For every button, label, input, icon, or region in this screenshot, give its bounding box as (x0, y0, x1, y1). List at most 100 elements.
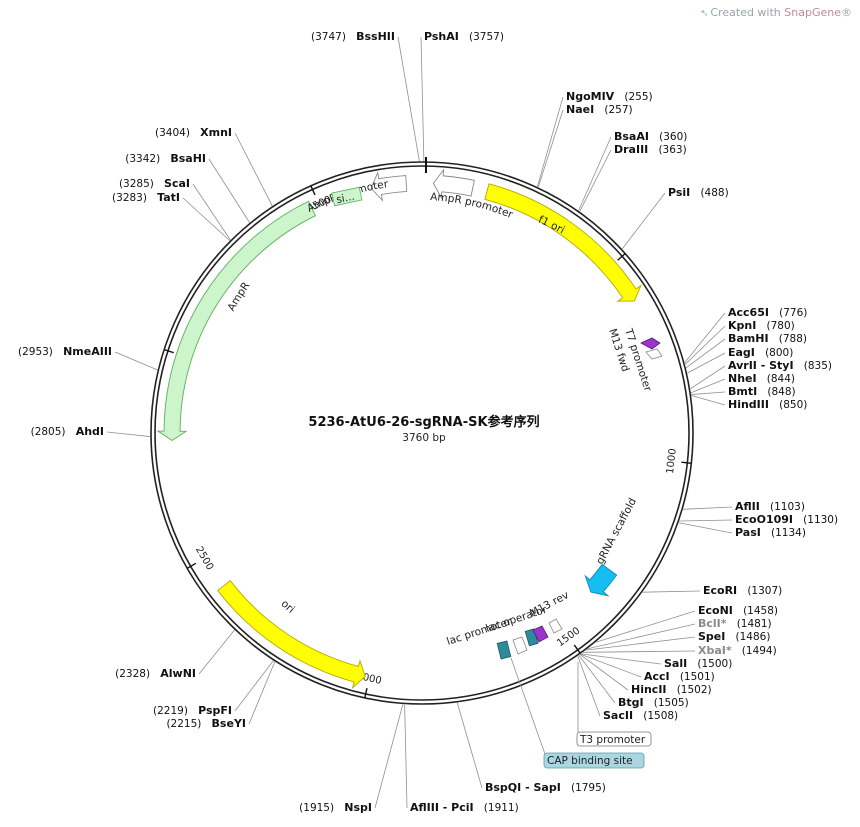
enzyme-naei[interactable]: NaeI (257) (537, 98, 633, 188)
enzyme-draiii[interactable]: DraIII (363) (579, 138, 687, 212)
enzyme-label: (2328) AlwNI (115, 662, 196, 681)
enzyme-position: (3285) (119, 178, 154, 190)
enzyme-leader (587, 623, 696, 650)
enzyme-leader (585, 636, 696, 651)
enzyme-leader (678, 522, 733, 534)
enzyme-pasi[interactable]: PasI (1134) (678, 521, 806, 540)
t3-promoter-label: T3 promoter (579, 734, 646, 746)
enzyme-position: (800) (765, 347, 793, 359)
enzyme-psii[interactable]: PsiI (488) (621, 181, 729, 250)
enzyme-xbai-[interactable]: XbaI* (1494) (582, 639, 777, 658)
enzyme-bcli-[interactable]: BclI* (1481) (587, 612, 772, 650)
enzyme-name: BsaHI (170, 152, 206, 165)
enzyme-label: SpeI (1486) (698, 625, 770, 644)
enzyme-bsshii[interactable]: (3747) BssHII (311, 25, 420, 162)
enzyme-label: AvrII - StyI (835) (728, 354, 832, 373)
enzyme-label: NgoMIV (255) (566, 85, 653, 104)
enzyme-name: AccI (644, 670, 670, 683)
enzyme-hindiii[interactable]: HindIII (850) (691, 393, 807, 412)
enzyme-scai[interactable]: (3285) ScaI (119, 172, 231, 241)
enzyme-position: (2219) (153, 705, 188, 717)
enzyme-nmeaiii[interactable]: (2953) NmeAIII (18, 340, 158, 371)
tick-2000 (364, 687, 368, 699)
enzyme-position: (848) (767, 386, 795, 398)
feature-ampr-promoter-2[interactable] (370, 171, 408, 202)
enzyme-position: (3404) (155, 127, 190, 139)
enzyme-leader (679, 519, 733, 522)
enzyme-name: SalI (664, 657, 687, 670)
enzyme-position: (1502) (677, 684, 712, 696)
enzyme-sali[interactable]: SalI (1500) (580, 652, 733, 671)
enzyme-bseyi[interactable]: (2215) BseYI (166, 661, 276, 731)
enzyme-acci[interactable]: AccI (1501) (580, 653, 715, 684)
enzyme-name: XbaI* (698, 644, 732, 657)
enzyme-position: (1500) (697, 658, 732, 670)
enzyme-econi[interactable]: EcoNI (1458) (595, 599, 778, 643)
enzyme-alwni[interactable]: (2328) AlwNI (115, 629, 235, 681)
m13rev-label: M13 rev (528, 589, 571, 620)
enzyme-ahdi[interactable]: (2805) AhdI (31, 420, 151, 439)
si-feature-label: si... (335, 191, 355, 207)
enzyme-leader (685, 338, 726, 369)
enzyme-leader (580, 653, 662, 665)
enzyme-afliii-pcii[interactable]: AflIII - PciI (1911) (404, 704, 519, 815)
enzyme-ecoo109i[interactable]: EcoO109I (1130) (679, 508, 838, 527)
enzyme-label: BclI* (1481) (698, 612, 772, 631)
enzyme-label: DraIII (363) (614, 138, 687, 157)
enzyme-nhei[interactable]: NheI (844) (690, 367, 795, 394)
enzyme-leader (248, 661, 276, 725)
enzyme-pspfi[interactable]: (2219) PspFI (153, 660, 274, 718)
enzyme-leader (684, 312, 726, 363)
enzyme-label: BsaAI (360) (614, 125, 687, 144)
enzyme-name: NaeI (566, 103, 594, 116)
enzyme-label: SalI (1500) (664, 652, 732, 671)
feature-ampr[interactable] (156, 200, 317, 441)
feature-ampr-promoter[interactable] (432, 168, 475, 200)
enzyme-tati[interactable]: (3283) TatI (112, 186, 230, 241)
watermark-prefix: Created with (710, 6, 785, 19)
enzyme-name: BclI* (698, 617, 727, 630)
enzyme-bsaai[interactable]: BsaAI (360) (578, 125, 688, 211)
enzyme-bspqi-sapi[interactable]: BspQI - SapI (1795) (456, 702, 606, 795)
enzyme-bamhi[interactable]: BamHI (788) (685, 327, 807, 369)
t3-arrow-icon (548, 618, 563, 634)
m13rev-arrow-icon (532, 625, 549, 643)
enzyme-name: AflIII - PciI (410, 801, 474, 814)
enzyme-label: EcoRI (1307) (703, 579, 782, 598)
enzyme-leader (397, 36, 420, 162)
enzyme-name: DraIII (614, 143, 648, 156)
enzyme-leader (537, 96, 564, 187)
enzyme-btgi[interactable]: BtgI (1505) (578, 654, 689, 710)
enzyme-bmti[interactable]: BmtI (848) (691, 380, 796, 399)
enzyme-nspi[interactable]: (1915) NspI (299, 704, 404, 815)
enzyme-position: (3747) (311, 31, 346, 43)
enzyme-bsahi[interactable]: (3342) BsaHI (125, 147, 250, 223)
enzyme-hincii[interactable]: HincII (1502) (579, 654, 712, 697)
enzyme-leader (684, 325, 726, 365)
enzyme-leader (182, 197, 230, 241)
tick-3000 (163, 348, 174, 354)
enzyme-spei[interactable]: SpeI (1486) (585, 625, 771, 651)
feature-grna-scaffold[interactable] (584, 563, 618, 597)
enzyme-acc65i[interactable]: Acc65I (776) (684, 301, 808, 363)
enzyme-sacii[interactable]: SacII (1508) (577, 655, 678, 723)
enzyme-label: NaeI (257) (566, 98, 633, 117)
feature-ori[interactable] (216, 580, 366, 690)
enzyme-avrii-styi[interactable]: AvrII - StyI (835) (690, 354, 832, 390)
enzyme-kpni[interactable]: KpnI (780) (684, 314, 795, 365)
enzyme-label: BspQI - SapI (1795) (485, 776, 606, 795)
enzyme-label: (2215) BseYI (166, 712, 246, 731)
enzyme-ecori[interactable]: EcoRI (1307) (642, 579, 783, 598)
tick-label-2500: 2500 (193, 545, 215, 573)
enzyme-name: AflII (735, 500, 760, 513)
enzyme-eagi[interactable]: EagI (800) (687, 341, 793, 374)
enzyme-ngomiv[interactable]: NgoMIV (255) (537, 85, 653, 187)
enzyme-xmni[interactable]: (3404) XmnI (155, 121, 273, 207)
enzyme-pshai[interactable]: PshAI (3757) (420, 25, 504, 162)
feature-f1-ori[interactable] (484, 183, 642, 302)
enzyme-aflii[interactable]: AflII (1103) (683, 495, 805, 514)
enzyme-position: (2328) (115, 668, 150, 680)
enzyme-leader (690, 365, 726, 390)
enzyme-position: (1501) (680, 671, 715, 683)
